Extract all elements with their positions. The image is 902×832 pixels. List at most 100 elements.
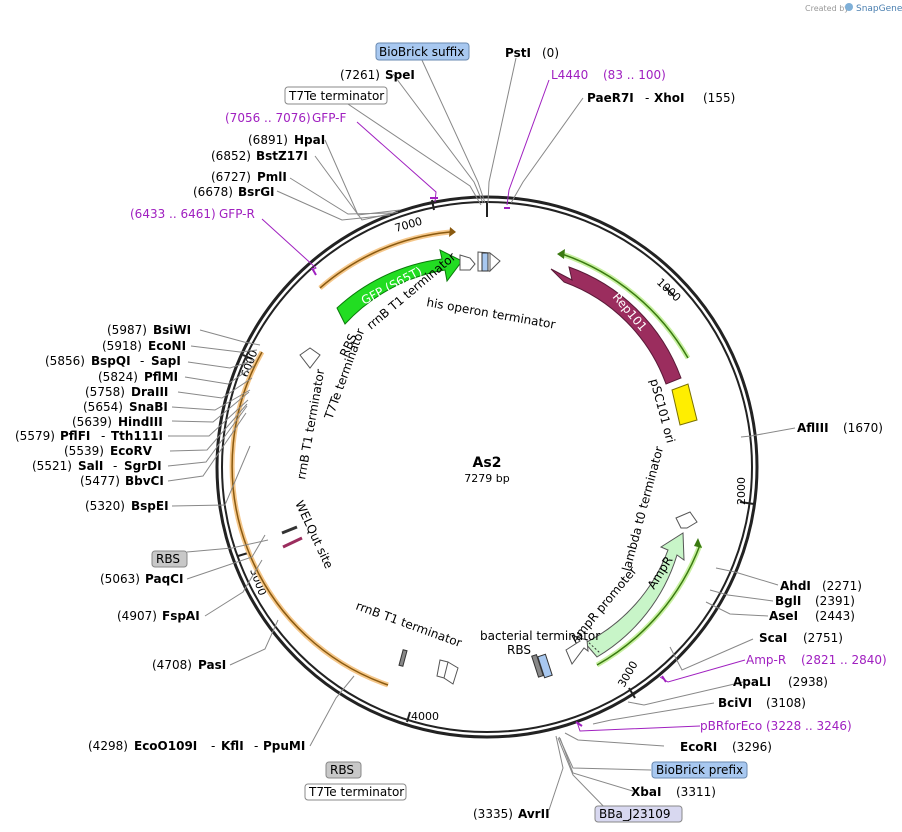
gfpr-pos: (6433 .. 6461) bbox=[130, 207, 216, 221]
pmli-pos: (6727) bbox=[211, 170, 251, 184]
asei-name: AseI bbox=[769, 609, 798, 623]
bcivi-pos: (3108) bbox=[766, 696, 806, 710]
gfpf-pos: (7056 .. 7076) bbox=[225, 111, 311, 125]
pasi-name: PasI bbox=[198, 658, 226, 672]
ampr-primer-pos: (2821 .. 2840) bbox=[801, 653, 887, 667]
ecori-name: EcoRI bbox=[680, 740, 717, 754]
biobrick-prefix-box bbox=[651, 761, 748, 779]
psti-pos: (0) bbox=[542, 46, 559, 60]
pbr-name: pBRforEco bbox=[700, 719, 762, 733]
svg-text:-: - bbox=[254, 739, 258, 753]
tth111i-name: Tth111I bbox=[111, 429, 163, 443]
asei-pos: (2443) bbox=[815, 609, 855, 623]
paqci-pos: (5063) bbox=[100, 572, 140, 586]
l4440-pos: (83 .. 100) bbox=[603, 68, 666, 82]
biobrick-suffix-text: BioBrick suffix bbox=[379, 45, 464, 59]
sgrdi-name: SgrDI bbox=[124, 459, 162, 473]
kfli-name: KflI bbox=[221, 739, 244, 753]
rbs-lower-marker bbox=[531, 653, 544, 678]
hindiii-name: HindIII bbox=[118, 415, 163, 429]
sapi-name: SapI bbox=[151, 354, 181, 368]
snapgene-logo-icon bbox=[845, 3, 853, 11]
ahdi-pos: (2271) bbox=[822, 579, 862, 593]
bbvci-name: BbvCI bbox=[125, 474, 164, 488]
welqut-marker bbox=[281, 525, 298, 535]
bsiwi-pos: (5987) bbox=[107, 323, 147, 337]
spei-pos: (7261) bbox=[340, 68, 380, 82]
snabi-pos: (5654) bbox=[83, 400, 123, 414]
paqci-name: PaqCI bbox=[145, 572, 183, 586]
tick-label-4000: 4000 bbox=[411, 710, 439, 723]
ampr-primer-name: Amp-R bbox=[746, 653, 786, 667]
econi-name: EcoNI bbox=[148, 339, 186, 353]
biobrick-suffix-marker bbox=[481, 252, 489, 272]
bspei-pos: (5320) bbox=[85, 499, 125, 513]
xbai-name: XbaI bbox=[631, 785, 661, 799]
ecori-pos: (3296) bbox=[732, 740, 772, 754]
draiii-name: DraIII bbox=[131, 385, 168, 399]
econi-pos: (5918) bbox=[102, 339, 142, 353]
bba-box bbox=[594, 805, 683, 823]
paer7i-name: PaeR7I bbox=[587, 91, 634, 105]
pbr-pos: (3228 .. 3246) bbox=[766, 719, 852, 733]
sali-name: SalI bbox=[78, 459, 103, 473]
gfpr-name: GFP-R bbox=[219, 207, 255, 221]
bgli-pos: (2391) bbox=[815, 594, 855, 608]
pmli-name: PmlI bbox=[257, 170, 287, 184]
afliii-pos: (1670) bbox=[843, 421, 883, 435]
hpai-name: HpaI bbox=[294, 133, 325, 147]
backbone bbox=[215, 195, 759, 739]
rbs-left-box bbox=[151, 550, 188, 568]
t7te-bottom-text: T7Te terminator bbox=[308, 785, 404, 799]
fspai-name: FspAI bbox=[162, 609, 200, 623]
rrnb-bottom-arrow bbox=[436, 659, 459, 685]
psc101-ori-label: pSC101 ori bbox=[647, 377, 678, 444]
biobrick-prefix-text: BioBrick prefix bbox=[656, 763, 743, 777]
apali-name: ApaLI bbox=[733, 675, 771, 689]
rbs-bottom-box bbox=[325, 761, 362, 779]
l4440-name: L4440 bbox=[551, 68, 588, 82]
pasi-pos: (4708) bbox=[152, 658, 192, 672]
svg-text:-: - bbox=[113, 459, 117, 473]
bsrgi-pos: (6678) bbox=[193, 185, 233, 199]
t7te-top-box bbox=[284, 86, 388, 105]
scai-pos: (2751) bbox=[803, 631, 843, 645]
bstz17i-pos: (6852) bbox=[211, 149, 251, 163]
sali-pos: (5521) bbox=[32, 459, 72, 473]
xbai-pos: (3311) bbox=[676, 785, 716, 799]
credit-text: Created by bbox=[805, 4, 849, 13]
psc101-ori-feature bbox=[671, 383, 698, 426]
pflmi-name: PflMI bbox=[144, 370, 178, 384]
pflfi-name: PflFI bbox=[60, 429, 90, 443]
scai-name: ScaI bbox=[759, 631, 787, 645]
rrnb-bottom-marker bbox=[398, 649, 408, 667]
pflfi-pos: (5579) bbox=[15, 429, 55, 443]
ampr-promoter-arrow bbox=[565, 636, 589, 665]
rbs-lower-label: RBS bbox=[507, 643, 531, 657]
rrnb-bottom-label: rrnB T1 terminator bbox=[354, 599, 464, 650]
svg-text:-: - bbox=[211, 739, 215, 753]
hpai-pos: (6891) bbox=[248, 133, 288, 147]
fspai-pos: (4907) bbox=[117, 609, 157, 623]
lambda-t0-label: lambda t0 terminator bbox=[619, 445, 666, 573]
ampr-feature bbox=[584, 532, 685, 658]
bstz17i-name: BstZ17I bbox=[256, 149, 308, 163]
svg-text:-: - bbox=[140, 354, 144, 368]
svg-text:-: - bbox=[101, 429, 105, 443]
top-terminator-arrows bbox=[459, 251, 501, 273]
ahdi-name: AhdI bbox=[780, 579, 811, 593]
biobrick-prefix-marker bbox=[537, 653, 553, 679]
spei-name: SpeI bbox=[385, 68, 415, 82]
bba-text: BBa_J23109 bbox=[599, 807, 671, 821]
gfp-feature bbox=[336, 249, 463, 325]
bspei-name: BspEI bbox=[131, 499, 169, 513]
apali-pos: (2938) bbox=[788, 675, 828, 689]
afliii-name: AflIII bbox=[797, 421, 829, 435]
gfpf-name: GFP-F bbox=[312, 111, 347, 125]
bacterial-terminator-label: bacterial terminator bbox=[480, 629, 600, 643]
ecorv-pos: (5539) bbox=[64, 444, 104, 458]
rbs-left-text: RBS bbox=[156, 552, 180, 566]
eco-name: EcoO109I bbox=[134, 739, 197, 753]
tick-label-2000: 2000 bbox=[735, 477, 748, 505]
avrii-name: AvrII bbox=[518, 807, 550, 821]
